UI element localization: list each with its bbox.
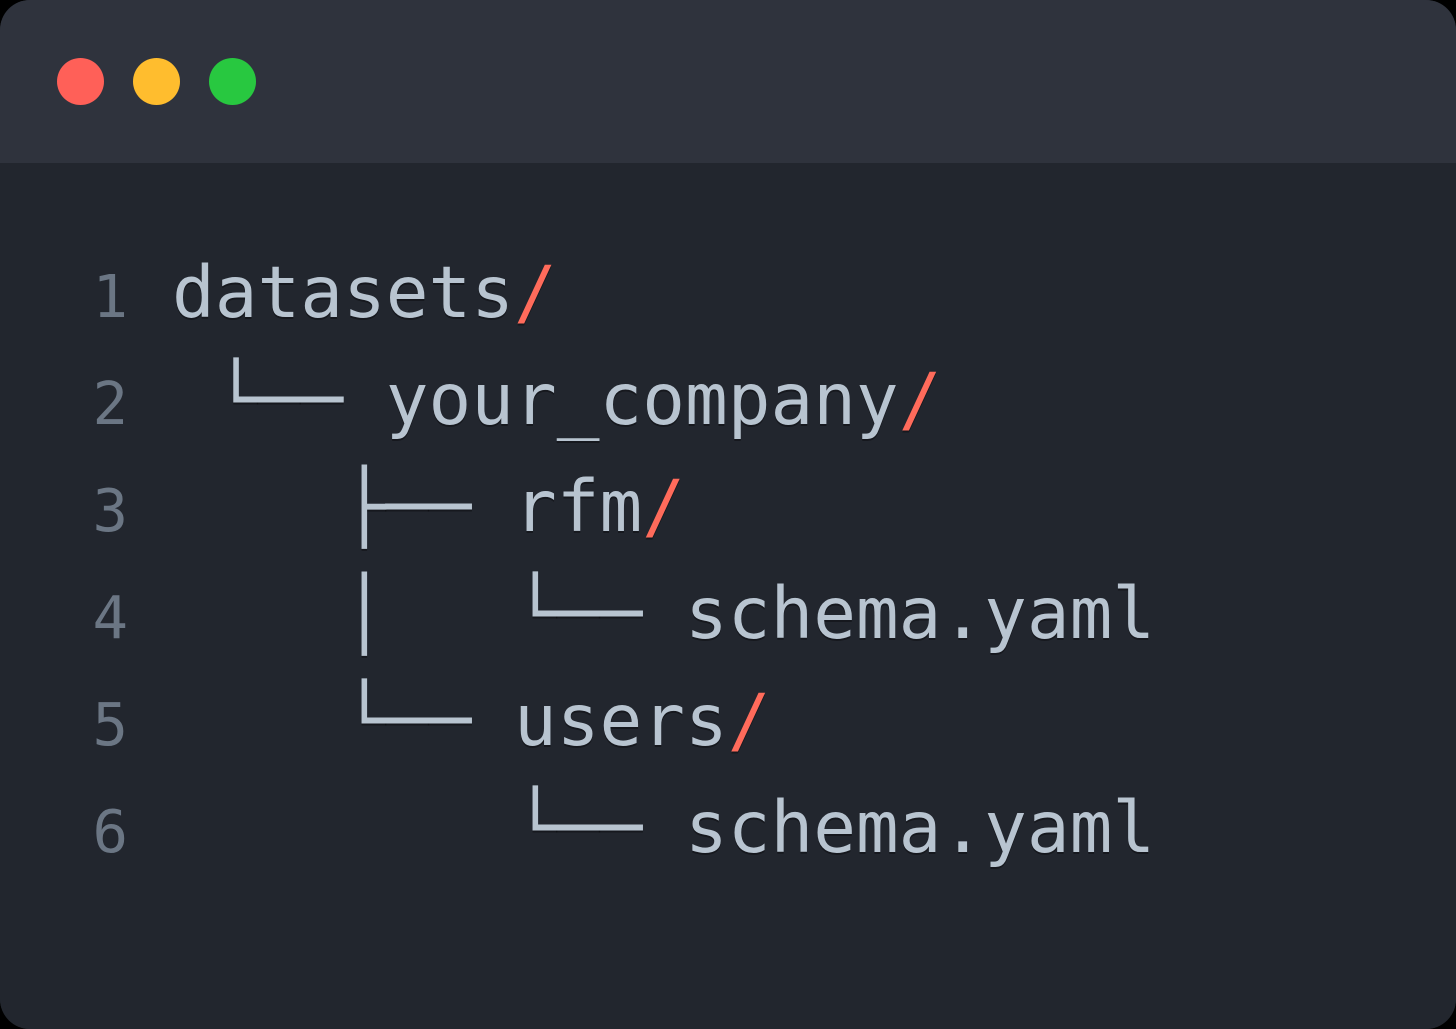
- maximize-window-button[interactable]: [209, 58, 256, 105]
- code-editor-area[interactable]: 1 datasets/ 2 └── your_company/ 3 ├── rf…: [0, 163, 1456, 1029]
- line-number: 4: [92, 583, 128, 652]
- close-window-button[interactable]: [57, 58, 104, 105]
- line-number: 3: [92, 476, 128, 545]
- path-separator-slash: /: [513, 251, 557, 334]
- line-content: datasets/: [128, 239, 1456, 346]
- code-line: 6 └── schema.yaml: [0, 774, 1456, 881]
- line-number: 2: [92, 369, 128, 438]
- line-content: └── schema.yaml: [128, 774, 1456, 881]
- code-line: 3 ├── rfm/: [0, 453, 1456, 560]
- code-line: 1 datasets/: [0, 239, 1456, 346]
- line-number: 1: [92, 262, 128, 331]
- path-name: datasets: [172, 251, 514, 334]
- tree-branch-glyph: └──: [172, 786, 685, 869]
- minimize-window-button[interactable]: [133, 58, 180, 105]
- path-name: rfm: [513, 465, 643, 548]
- code-lines-container: 1 datasets/ 2 └── your_company/ 3 ├── rf…: [0, 239, 1456, 881]
- tree-branch-glyph: ├──: [172, 465, 514, 548]
- line-number: 5: [92, 690, 128, 759]
- path-separator-slash: /: [727, 679, 771, 762]
- tree-branch-glyph: │ └──: [172, 572, 685, 655]
- code-line: 4 │ └── schema.yaml: [0, 560, 1456, 667]
- traffic-light-buttons: [57, 58, 256, 105]
- line-number: 6: [92, 797, 128, 866]
- path-name: users: [513, 679, 728, 762]
- line-content: │ └── schema.yaml: [128, 560, 1456, 667]
- tree-branch-glyph: └──: [172, 358, 386, 441]
- code-line: 2 └── your_company/: [0, 346, 1456, 453]
- path-separator-slash: /: [642, 465, 685, 548]
- line-content: └── your_company/: [128, 346, 1456, 453]
- path-name: schema.yaml: [684, 572, 1156, 655]
- line-content: ├── rfm/: [128, 453, 1456, 560]
- tree-branch-glyph: └──: [172, 679, 514, 762]
- window-titlebar: [0, 0, 1456, 163]
- path-name: schema.yaml: [684, 786, 1156, 869]
- line-content: └── users/: [128, 667, 1456, 774]
- path-separator-slash: /: [898, 358, 942, 441]
- path-name: your_company: [385, 358, 899, 441]
- code-line: 5 └── users/: [0, 667, 1456, 774]
